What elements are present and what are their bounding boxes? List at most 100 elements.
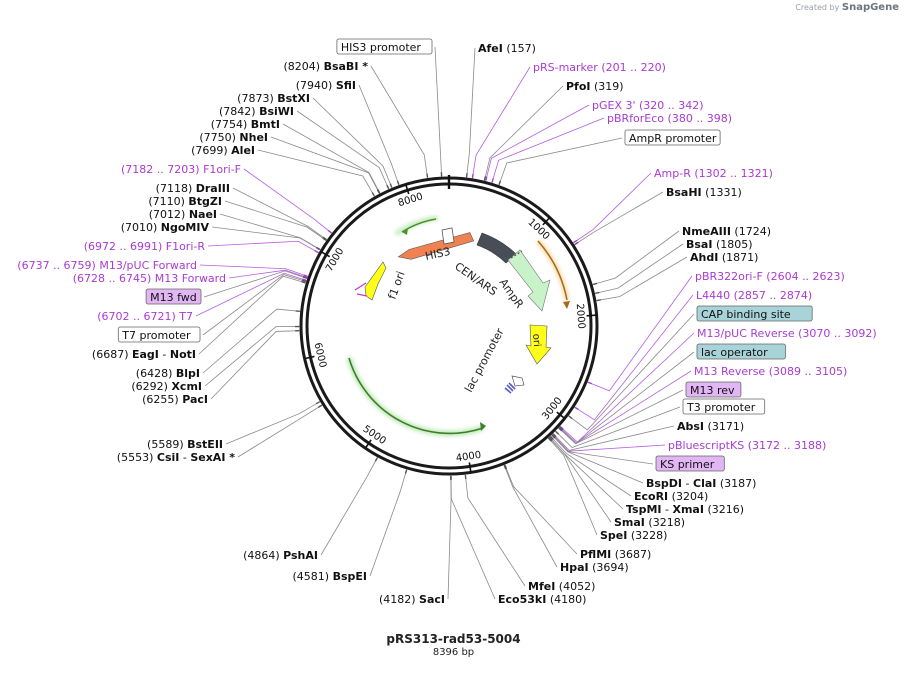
site-right-tick (559, 426, 564, 430)
mcs-primer-sites (504, 382, 516, 394)
site-left-label[interactable]: (4581) BspEI (293, 570, 368, 583)
site-right-label[interactable]: PfoI (319) (566, 80, 624, 93)
site-right-part: EcoRI (634, 490, 668, 503)
site-right-part: AfeI (478, 42, 503, 55)
site-left-label[interactable]: (6255) PacI (142, 393, 208, 406)
site-left-leader (195, 272, 308, 317)
site-right-label[interactable]: SmaI (3218) (614, 516, 685, 529)
site-right-label[interactable]: BsaI (1805) (686, 238, 753, 251)
site-left-label[interactable]: (6292) XcmI (131, 380, 202, 393)
site-left-label[interactable]: (6702 .. 6721) T7 (97, 310, 193, 323)
site-right-label[interactable]: SpeI (3228) (600, 529, 667, 542)
site-right-name[interactable]: KS primer (660, 458, 715, 471)
site-right-label[interactable]: M13 Reverse (3089 .. 3105) (694, 365, 847, 378)
site-left-label[interactable]: (6728 .. 6745) M13 Forward (73, 272, 226, 285)
plasmid-name: pRS313-rad53-5004 (386, 632, 521, 646)
site-left-label[interactable]: (6687) EagI - NotI (92, 348, 196, 361)
site-left-label[interactable]: (7010) NgoMIV (121, 221, 210, 234)
site-right-tick (491, 178, 494, 183)
ampr-feature-arrow[interactable] (507, 249, 551, 312)
site-right-part: (4052) (559, 580, 596, 593)
site-left-label[interactable]: (7873) BstXI (237, 92, 310, 105)
site-right-box (655, 455, 725, 472)
site-right-label[interactable]: Eco53kI (4180) (498, 593, 586, 606)
site-left-label[interactable]: (5589) BstEII (147, 438, 223, 451)
site-right-part: NmeAIII (682, 225, 731, 238)
site-right-label[interactable]: L4440 (2857 .. 2874) (696, 289, 812, 302)
site-left-label[interactable]: (7842) BsiWI (219, 105, 294, 118)
site-right-tick (573, 239, 578, 244)
his3-promoter-arrow[interactable] (441, 227, 455, 245)
site-left-name[interactable]: M13 fwd (150, 291, 197, 304)
site-right-name[interactable]: AmpR promoter (629, 132, 717, 145)
site-right-part: (3089 .. 3105) (769, 365, 848, 378)
site-right-label[interactable]: pGEX 3' (320 .. 342) (592, 99, 704, 112)
site-right-label[interactable]: PflMI (3687) (580, 548, 651, 561)
site-left-label[interactable]: (4864) PshAI (243, 549, 318, 562)
site-right-part: pBluescriptKS (668, 439, 744, 452)
cen-ars-feature[interactable] (476, 232, 517, 264)
f1-ori-feature-arrow[interactable] (364, 261, 387, 301)
site-right-label[interactable]: MfeI (4052) (528, 580, 595, 593)
site-left-name[interactable]: T7 promoter (121, 329, 191, 342)
site-right-label[interactable]: NmeAIII (1724) (682, 225, 771, 238)
site-left-part: BsaBI * (324, 60, 369, 73)
site-left-label[interactable]: (5553) CsiI - SexAI * (117, 451, 235, 464)
site-left-tick (317, 404, 323, 408)
site-right-leader (464, 474, 526, 587)
lac-promoter-arrow[interactable] (511, 375, 525, 387)
site-left-part: SexAI * (190, 451, 235, 464)
site-right-label[interactable]: BspDI - ClaI (3187) (646, 477, 756, 490)
site-left-label[interactable]: (7754) BmtI (211, 118, 280, 131)
site-left-leader (232, 187, 328, 241)
site-right-name[interactable]: lac operator (701, 346, 768, 359)
site-right-label[interactable]: BsaHI (1331) (666, 186, 742, 199)
site-left-leader (198, 275, 307, 355)
site-right-label[interactable]: TspMI - XmaI (3216) (626, 503, 744, 516)
site-right-tick (550, 435, 554, 440)
site-right-name[interactable]: T3 promoter (686, 401, 756, 414)
site-right-box (685, 381, 742, 398)
site-right-name[interactable]: M13 rev (690, 384, 735, 397)
site-left-label[interactable]: (7940) SfiI (296, 79, 356, 92)
site-left-label[interactable]: (7110) BtgZI (148, 195, 222, 208)
site-left-name[interactable]: HIS3 promoter (341, 41, 422, 54)
site-left-label[interactable]: (7182 .. 7203) F1ori-F (121, 163, 241, 176)
site-left-part: NgoMIV (161, 221, 210, 234)
site-right-label[interactable]: Amp-R (1302 .. 1321) (654, 167, 773, 180)
site-left-label[interactable]: (8204) BsaBI * (284, 60, 369, 73)
site-right-label[interactable]: AhdI (1871) (690, 251, 758, 264)
site-left-label[interactable]: (6972 .. 6991) F1ori-R (84, 240, 206, 253)
site-right-label[interactable]: HpaI (3694) (560, 561, 629, 574)
site-right-leader (567, 313, 695, 431)
site-left-label[interactable]: (6737 .. 6759) M13/pUC Forward (17, 259, 197, 272)
site-left-label[interactable]: (7750) NheI (199, 131, 268, 144)
site-right-part: AhdI (690, 251, 718, 264)
site-right-leader (491, 117, 605, 184)
site-right-label[interactable]: AfeI (157) (478, 42, 536, 55)
site-left-label[interactable]: (7699) AleI (191, 144, 255, 157)
site-left-label[interactable]: (4182) SacI (379, 593, 445, 606)
site-right-leader (450, 474, 496, 600)
ori-feature-arrow[interactable] (525, 324, 552, 365)
site-right-label[interactable]: pRS-marker (201 .. 220) (533, 61, 666, 74)
site-left-label[interactable]: (6428) BlpI (136, 367, 200, 380)
site-left-leader (257, 149, 376, 198)
site-right-label[interactable]: pBRforEco (380 .. 398) (607, 112, 732, 125)
site-right-label[interactable]: EcoRI (3204) (634, 490, 708, 503)
site-left-leader (320, 456, 379, 556)
site-left-tick (303, 274, 308, 277)
site-left-part: CsiI (157, 451, 179, 464)
site-left-label[interactable]: (7118) DraIII (156, 182, 230, 195)
site-right-label[interactable]: M13/pUC Reverse (3070 .. 3092) (697, 327, 877, 340)
his3-feature-arrow[interactable] (396, 232, 475, 262)
site-left-label[interactable]: (7012) NaeI (149, 208, 217, 221)
site-left-part: (6737 .. 6759) (17, 259, 96, 272)
bottom-cds-arrowhead (480, 422, 486, 431)
site-right-name[interactable]: CAP binding site (701, 308, 791, 321)
site-right-label[interactable]: pBR322ori-F (2604 .. 2623) (695, 270, 845, 283)
site-right-part: BsaHI (666, 186, 702, 199)
site-right-label[interactable]: pBluescriptKS (3172 .. 3188) (668, 439, 826, 452)
site-left-part: BtgZI (188, 195, 222, 208)
site-right-label[interactable]: AbsI (3171) (677, 420, 744, 433)
